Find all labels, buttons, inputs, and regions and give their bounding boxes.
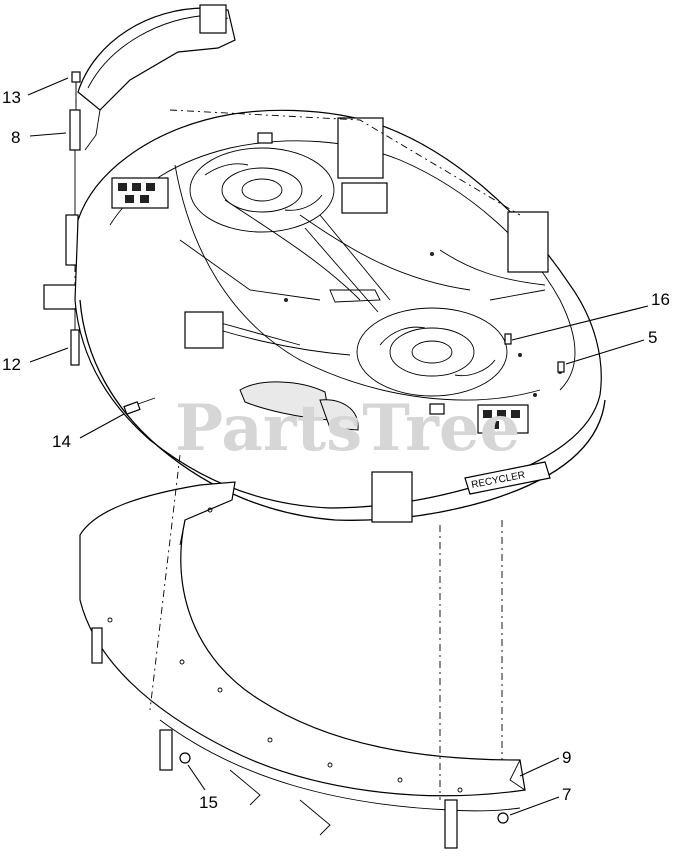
callout-15: 15 (187, 764, 218, 812)
discharge-chute (77, 4, 236, 151)
callout-7: 7 (509, 785, 571, 816)
lower-baffle (79, 481, 526, 849)
callout-label-9: 9 (562, 748, 571, 767)
screw-14 (123, 397, 156, 415)
callout-8: 8 (11, 128, 67, 147)
callout-label-12: 12 (2, 355, 21, 374)
left-hardware (43, 71, 81, 366)
right-spindle-mount (356, 307, 508, 397)
callout-label-14: 14 (52, 432, 71, 451)
callout-label-7: 7 (562, 785, 571, 804)
recycler-decal: RECYCLER (464, 461, 551, 495)
deck-decal-right (477, 404, 529, 434)
nut-15 (179, 752, 191, 764)
callout-13: 13 (2, 77, 69, 107)
callout-9: 9 (519, 748, 571, 777)
callout-label-5: 5 (648, 328, 657, 347)
nut-7 (497, 812, 509, 824)
callout-label-16: 16 (651, 290, 670, 309)
left-spindle-mount (189, 147, 335, 233)
callout-16: 16 (511, 290, 670, 341)
deck-decal-left (111, 177, 169, 209)
watermark-text: PartsTree (175, 391, 520, 466)
callout-label-8: 8 (11, 128, 20, 147)
callout-12: 12 (2, 347, 69, 374)
callout-label-15: 15 (199, 793, 218, 812)
mower-deck: RECYCLER (74, 109, 606, 523)
callout-label-13: 13 (2, 88, 21, 107)
callout-14: 14 (52, 413, 125, 451)
callout-5: 5 (565, 328, 657, 365)
